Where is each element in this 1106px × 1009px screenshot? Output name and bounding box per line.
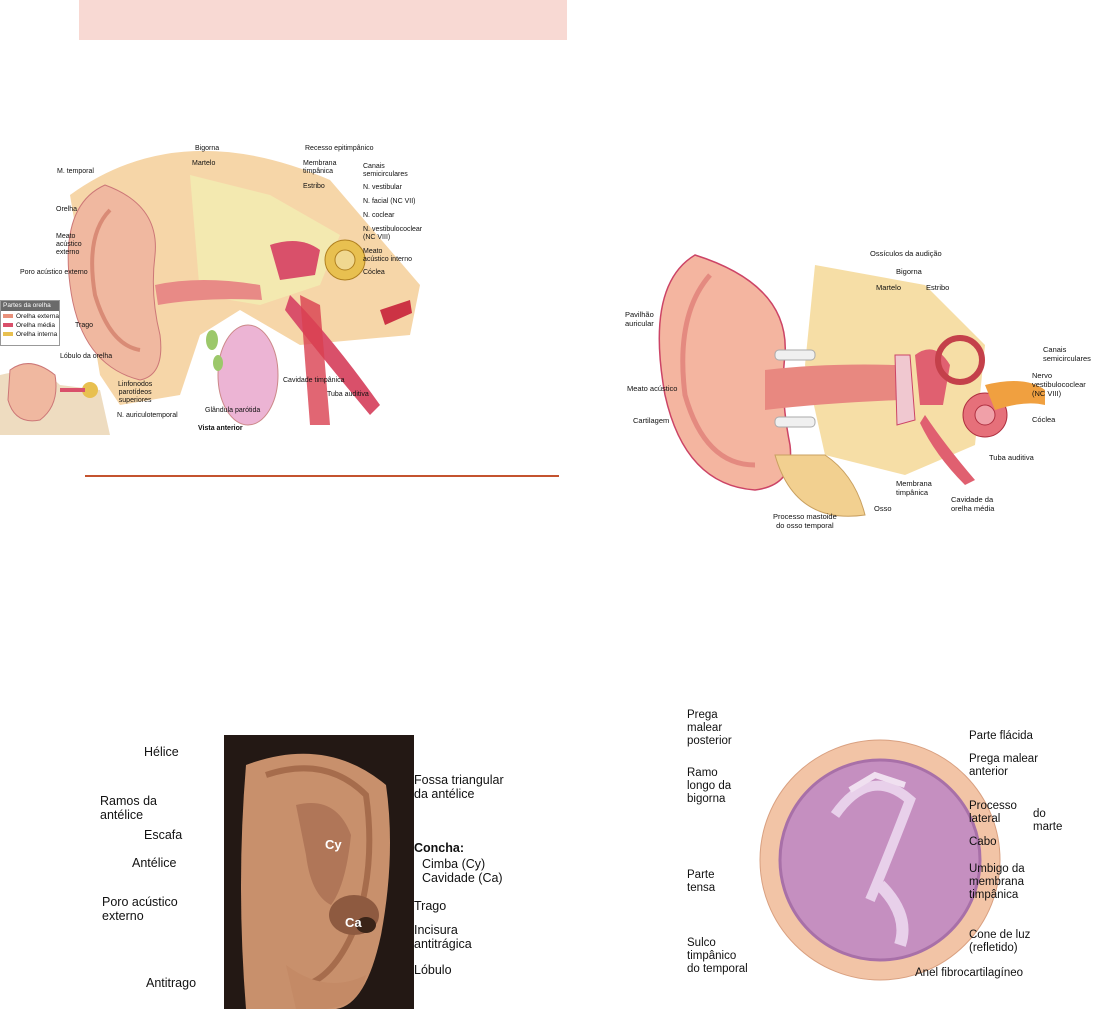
- label-bigorna: Bigorna: [896, 267, 922, 276]
- label-ca: Ca: [345, 916, 362, 930]
- ear-anatomy-illustration-1: [0, 135, 460, 440]
- legend-item-internal: Orelha interna: [3, 331, 57, 339]
- label-glandula: Glândula parótida: [205, 407, 260, 415]
- label-orelha: Orelha: [56, 206, 77, 214]
- label-nervo: Nervo vestibulococlear (NC VIII): [1032, 371, 1086, 398]
- label-vista: Vista anterior: [198, 425, 243, 433]
- label-tuba: Tuba auditiva: [989, 453, 1034, 462]
- label-canais: Canais semicirculares: [1043, 345, 1091, 363]
- label-umbigo: Umbigo da membrana timpânica: [969, 863, 1025, 902]
- label-osso: Osso: [874, 504, 892, 513]
- label-cone: Cone de luz (refletido): [969, 929, 1030, 955]
- label-n-vestibulococlear: N. vestibulococlear (NC VIII): [363, 226, 422, 242]
- label-anel: Anel fibrocartilagíneo: [915, 967, 1023, 980]
- label-cartilagem: Cartilagem: [633, 416, 669, 425]
- label-parte-flacida: Parte flácida: [969, 730, 1033, 743]
- label-concha: Concha:: [414, 841, 464, 855]
- label-trago: Trago: [414, 899, 446, 913]
- label-martelo: Martelo: [876, 283, 901, 292]
- label-coclea: Cóclea: [1032, 415, 1055, 424]
- label-concha-items: Cimba (Cy) Cavidade (Ca): [422, 857, 503, 885]
- label-estribo: Estribo: [303, 183, 325, 191]
- label-poro: Poro acústico externo: [102, 895, 178, 923]
- label-auriculotemporal: N. auriculotemporal: [117, 412, 178, 420]
- label-estribo: Estribo: [926, 283, 949, 292]
- label-antitrago: Antitrago: [146, 976, 196, 990]
- figure-tympanic-membrane: Prega malear posterior Parte flácida Pre…: [670, 705, 1070, 985]
- figure-ear-anatomy-anterior: Partes da orelha Orelha externa Orelha m…: [0, 135, 460, 440]
- label-cavidade: Cavidade timpânica: [283, 377, 344, 385]
- label-antelice: Antélice: [132, 856, 176, 870]
- label-linfonodos: Linfonodos parotídeos superiores: [118, 381, 152, 405]
- label-lobulo: Lóbulo: [414, 963, 452, 977]
- label-meato-int: Meato acústico interno: [363, 248, 412, 264]
- label-meato-ext: Meato acústico externo: [56, 233, 82, 257]
- divider-line: [85, 475, 559, 477]
- label-cabo: Cabo: [969, 836, 997, 849]
- label-do-martelo: do marte: [1033, 808, 1062, 834]
- header-banner: [79, 0, 567, 40]
- label-martelo: Martelo: [192, 160, 215, 168]
- label-poro: Poro acústico externo: [20, 269, 88, 277]
- label-pavilhao: Pavilhão auricular: [625, 310, 654, 328]
- label-membrana: Membrana timpânica: [896, 479, 932, 497]
- label-canais: Canais semicirculares: [363, 163, 408, 179]
- label-n-facial: N. facial (NC VII): [363, 198, 416, 206]
- label-cy: Cy: [325, 838, 342, 852]
- label-cavidade: Cavidade da orelha média: [951, 495, 994, 513]
- label-incisura: Incisura antitrágica: [414, 923, 472, 951]
- label-prega-ant: Prega malear anterior: [969, 753, 1038, 779]
- label-m-temporal: M. temporal: [57, 168, 94, 176]
- parts-legend: Partes da orelha Orelha externa Orelha m…: [0, 300, 60, 346]
- label-escafa: Escafa: [144, 828, 182, 842]
- label-fossa: Fossa triangular da antélice: [414, 773, 504, 801]
- figure-external-ear-photo: Hélice Fossa triangular da antélice Ramo…: [96, 735, 536, 1009]
- label-meato: Meato acústico: [627, 384, 677, 393]
- label-ossiculos: Ossículos da audição: [870, 249, 942, 258]
- legend-item-middle: Orelha média: [3, 322, 55, 330]
- label-recesso: Recesso epitimpânico: [305, 145, 373, 153]
- label-processo-lateral: Processo lateral: [969, 800, 1017, 826]
- label-prega-post: Prega malear posterior: [687, 709, 732, 748]
- label-ramos: Ramos da antélice: [100, 794, 157, 822]
- label-parte-tensa: Parte tensa: [687, 869, 715, 895]
- legend-title: Partes da orelha: [1, 301, 59, 311]
- legend-item-external: Orelha externa: [3, 313, 59, 321]
- label-helice: Hélice: [144, 745, 179, 759]
- label-tuba: Tuba auditiva: [327, 391, 369, 399]
- figure-ear-anatomy-section: Ossículos da audição Bigorna Martelo Est…: [625, 245, 1106, 535]
- label-n-coclear: N. coclear: [363, 212, 395, 220]
- label-membrana: Membrana timpânica: [303, 160, 336, 176]
- label-processo: Processo mastoide do osso temporal: [773, 512, 837, 530]
- label-sulco: Sulco timpânico do temporal: [687, 937, 748, 976]
- label-lobulo: Lóbulo da orelha: [60, 353, 112, 361]
- label-n-vestibular: N. vestibular: [363, 184, 402, 192]
- label-trago: Trago: [75, 322, 93, 330]
- label-ramo-longo: Ramo longo da bigorna: [687, 767, 731, 806]
- label-coclea: Cóclea: [363, 269, 385, 277]
- label-bigorna: Bigorna: [195, 145, 219, 153]
